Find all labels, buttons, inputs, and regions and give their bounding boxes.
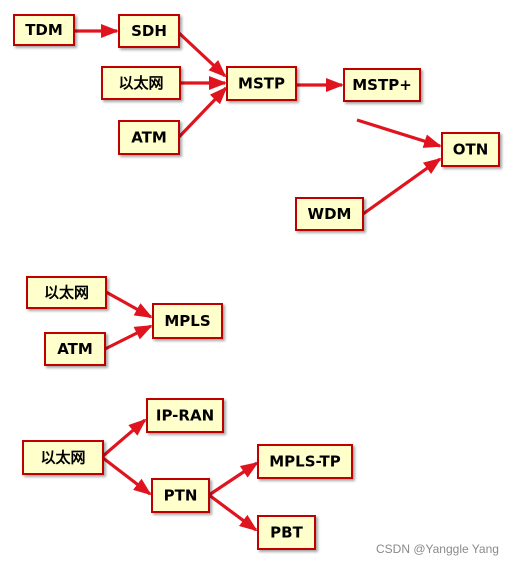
watermark-text: CSDN @Yanggle Yang — [376, 542, 499, 556]
node-label-mplstp: MPLS-TP — [269, 453, 341, 471]
edges — [74, 24, 442, 532]
node-label-eth3: 以太网 — [40, 449, 85, 467]
node-pbt: PBT — [257, 515, 316, 550]
node-label-mstp: MSTP — [238, 75, 285, 93]
node-ptn: PTN — [151, 478, 210, 513]
node-label-wdm: WDM — [308, 205, 352, 223]
node-otn: OTN — [441, 132, 500, 167]
node-wdm: WDM — [295, 197, 364, 231]
arrow-atm1-to-mstp — [177, 86, 228, 139]
node-atm1: ATM — [118, 120, 180, 155]
node-eth3: 以太网 — [22, 440, 104, 475]
node-label-mstpp: MSTP+ — [352, 76, 412, 94]
arrow-ptn-to-pbt — [208, 493, 258, 532]
node-label-eth2: 以太网 — [44, 284, 89, 302]
node-label-otn: OTN — [453, 141, 489, 159]
nodes: TDM SDH 以太网 ATM MSTP MSTP+ OTN WDM 以太网 ATM MPLS IP-… — [13, 14, 500, 550]
node-mplstp: MPLS-TP — [257, 444, 353, 479]
node-mstpp: MSTP+ — [343, 68, 421, 102]
node-eth1: 以太网 — [101, 66, 181, 100]
node-eth2: 以太网 — [26, 276, 107, 309]
arrow-wdm-to-otn — [362, 157, 442, 216]
node-atm2: ATM — [44, 332, 106, 366]
node-label-atm1: ATM — [131, 129, 167, 147]
node-label-ptn: PTN — [164, 487, 198, 505]
node-ipran: IP-RAN — [146, 398, 224, 433]
node-label-tdm: TDM — [25, 21, 63, 39]
arrow-sdh-to-mstp — [177, 31, 227, 78]
arrow-eth3-to-ipran — [101, 418, 147, 458]
arrow-eth3-to-ptn — [102, 456, 152, 496]
node-label-atm2: ATM — [57, 340, 93, 358]
arrow-atm2-to-mpls — [104, 324, 153, 351]
node-sdh: SDH — [118, 14, 180, 48]
node-mpls: MPLS — [152, 303, 223, 339]
node-mstp: MSTP — [226, 66, 297, 101]
arrow-eth2-to-mpls — [105, 290, 153, 319]
node-label-eth1: 以太网 — [118, 74, 163, 92]
node-label-pbt: PBT — [270, 524, 303, 542]
node-label-sdh: SDH — [131, 22, 167, 40]
arrow-ptn-to-mplstp — [208, 461, 259, 497]
node-label-mpls: MPLS — [164, 312, 210, 330]
node-tdm: TDM — [13, 14, 75, 46]
arrow-mstpp-to-otn — [356, 118, 442, 148]
node-label-ipran: IP-RAN — [156, 407, 214, 425]
